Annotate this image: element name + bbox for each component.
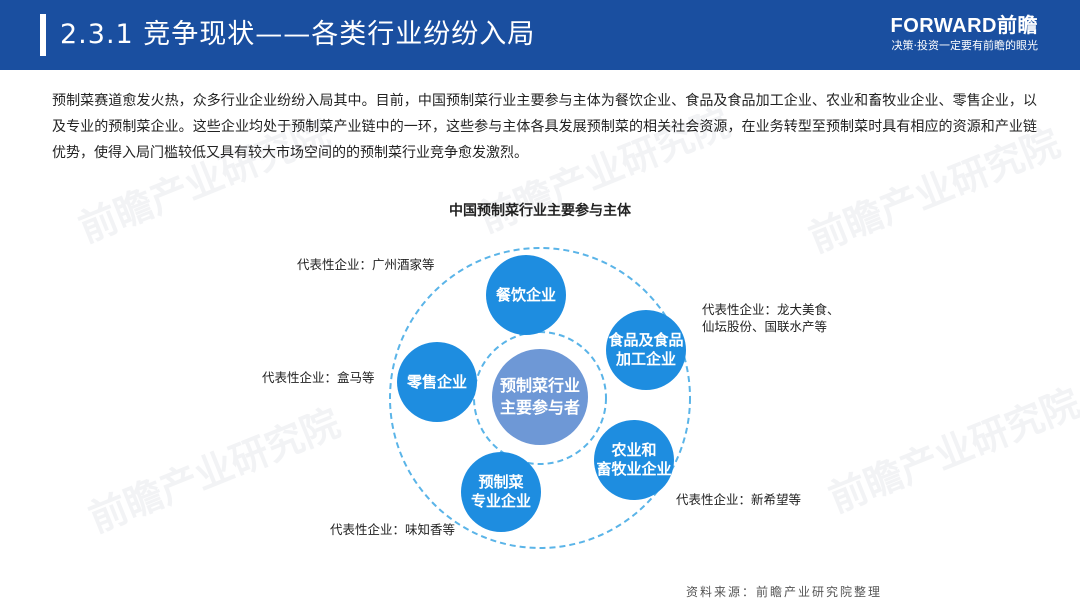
node-catering: 餐饮企业 <box>486 255 566 335</box>
intro-paragraph: 预制菜赛道愈发火热，众多行业企业纷纷入局其中。目前，中国预制菜行业主要参与主体为… <box>52 93 1037 161</box>
diagram-title: 中国预制菜行业主要参与主体 <box>449 203 631 219</box>
rep-agriculture: 代表性企业：新希望等 <box>676 492 802 507</box>
brand-name: FORWARD前瞻 <box>890 15 1038 37</box>
rep-catering: 代表性企业：广州酒家等 <box>297 257 435 272</box>
outer-dashed-ring <box>389 247 691 549</box>
source-note: 资料来源：前瞻产业研究院整理 <box>685 585 882 599</box>
node-agriculture: 农业和 畜牧业企业 <box>594 420 674 500</box>
brand-logo: FORWARD前瞻 决策·投资一定要有前瞻的眼光 <box>891 14 1038 54</box>
node-specialized: 预制菜 专业企业 <box>461 452 541 532</box>
center-node: 预制菜行业 主要参与者 <box>492 349 588 445</box>
rep-retail: 代表性企业：盒马等 <box>262 370 375 385</box>
brand-slogan: 决策·投资一定要有前瞻的眼光 <box>891 39 1039 52</box>
page-title: 2.3.1 竞争现状——各类行业纷纷入局 <box>60 19 536 50</box>
title-accent-bar <box>40 14 46 56</box>
rep-food-processing: 代表性企业：龙大美食、仙坛股份、国联水产等 <box>702 302 840 334</box>
node-food-processing: 食品及食品 加工企业 <box>606 310 686 390</box>
header: 2.3.1 竞争现状——各类行业纷纷入局 FORWARD前瞻 决策·投资一定要有… <box>0 0 1080 70</box>
node-retail: 零售企业 <box>397 342 477 422</box>
rep-specialized: 代表性企业：味知香等 <box>330 522 456 537</box>
